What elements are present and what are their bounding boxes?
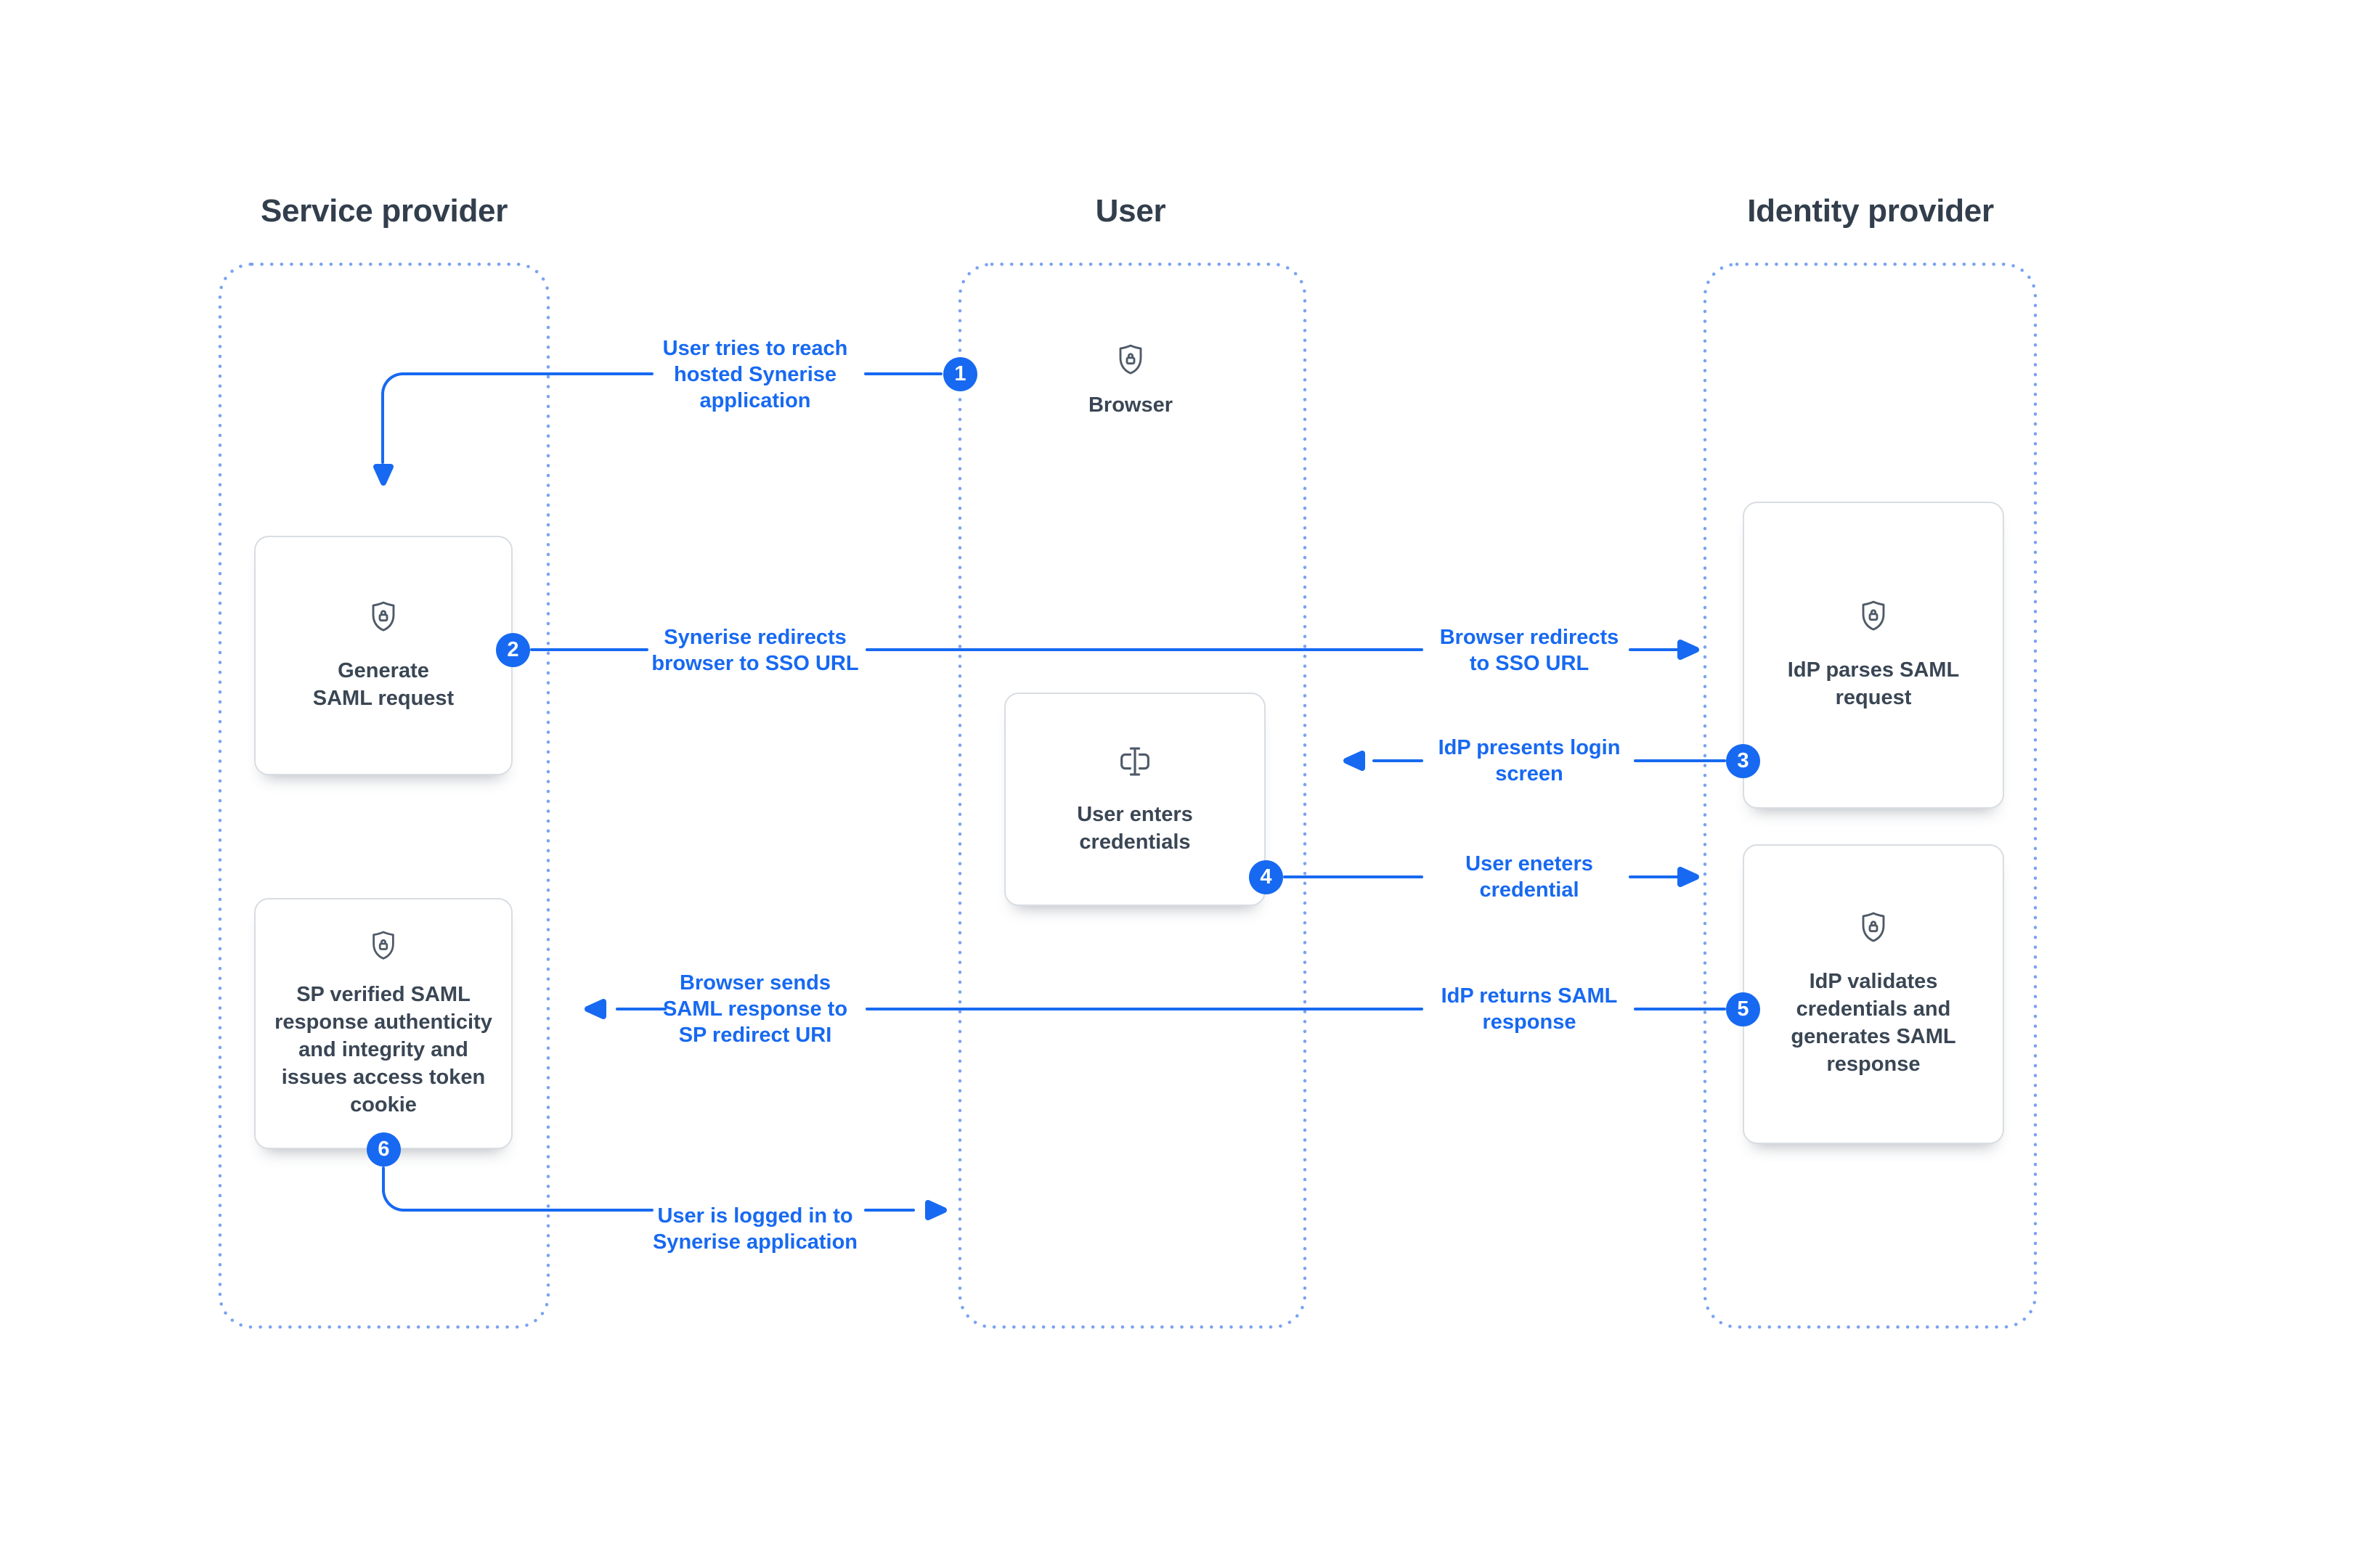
flow-line-dash	[864, 1209, 915, 1212]
flow-label-browser-sends: Browser sends SAML response to SP redire…	[662, 971, 848, 1047]
flow-line-dash	[1629, 875, 1680, 878]
node-label: SP verified SAML response authenticity a…	[274, 982, 492, 1116]
arrowhead-down-icon	[370, 462, 397, 488]
flow-label-browser-redirects: Browser redirects to SSO URL	[1439, 626, 1619, 675]
node-generate-saml-request: Generate SAML request	[254, 536, 513, 775]
lane-identity-provider	[1703, 262, 2038, 1329]
flow-line	[381, 400, 384, 464]
arrowhead-right-icon	[922, 1197, 950, 1223]
node-sp-verified: SP verified SAML response authenticity a…	[254, 898, 513, 1149]
shield-lock-icon	[1857, 599, 1890, 639]
step-label-1: User tries to reach hosted Synerise appl…	[662, 337, 848, 412]
node-idp-parses: IdP parses SAML request	[1743, 502, 2004, 809]
flow-line	[410, 1209, 654, 1212]
step-label-5: IdP returns SAML response	[1441, 984, 1618, 1034]
step-badge-3: 3	[1726, 744, 1760, 778]
flow-line	[1634, 1008, 1726, 1010]
step-badge-4: 4	[1249, 860, 1283, 894]
arrowhead-right-icon	[1674, 637, 1702, 663]
lane-user	[958, 262, 1307, 1329]
arrowhead-left-icon	[582, 996, 609, 1022]
flow-line-dash	[1629, 648, 1680, 651]
step-badge-2: 2	[496, 633, 530, 667]
step-label-4: User eneters credential	[1465, 852, 1593, 902]
flow-line	[866, 1008, 1423, 1010]
flow-line-dash	[616, 1008, 667, 1010]
flow-line	[530, 648, 648, 651]
flow-line-dash	[1372, 759, 1423, 762]
shield-lock-icon	[367, 600, 400, 640]
flow-line	[864, 372, 943, 375]
flow-line	[382, 1167, 385, 1193]
lane-title-user: User	[1095, 193, 1166, 229]
node-browser: Browser	[1036, 343, 1225, 419]
node-label: IdP parses SAML request	[1787, 658, 1960, 709]
flow-elbow	[381, 372, 410, 401]
shield-lock-icon	[367, 929, 399, 968]
shield-lock-icon	[1857, 910, 1890, 950]
node-idp-validates: IdP validates credentials and generates …	[1743, 844, 2004, 1144]
node-label: Generate SAML request	[312, 658, 455, 710]
step-label-3: IdP presents login screen	[1438, 736, 1621, 785]
step-badge-6: 6	[367, 1132, 401, 1167]
arrowhead-right-icon	[1674, 864, 1702, 890]
step-badge-1: 1	[943, 357, 977, 391]
node-label: User enters credentials	[1077, 802, 1193, 854]
flow-line	[409, 372, 654, 375]
flow-line	[1283, 875, 1423, 878]
flow-line	[1634, 759, 1726, 762]
step-label-2: Synerise redirects browser to SSO URL	[651, 626, 859, 675]
arrowhead-left-icon	[1340, 748, 1368, 774]
lane-title-identity-provider: Identity provider	[1747, 193, 1994, 229]
input-cursor-icon	[1117, 743, 1153, 783]
node-label: Browser	[1088, 393, 1173, 417]
lane-title-service-provider: Service provider	[260, 193, 508, 229]
node-label: IdP validates credentials and generates …	[1791, 970, 1956, 1076]
node-user-enters-credentials: User enters credentials	[1004, 693, 1266, 906]
flow-elbow	[382, 1185, 411, 1212]
step-badge-5: 5	[1726, 992, 1760, 1026]
step-label-6: User is logged in to Synerise applicatio…	[652, 1204, 858, 1254]
shield-lock-icon	[1114, 343, 1147, 383]
flow-line	[866, 648, 1423, 651]
